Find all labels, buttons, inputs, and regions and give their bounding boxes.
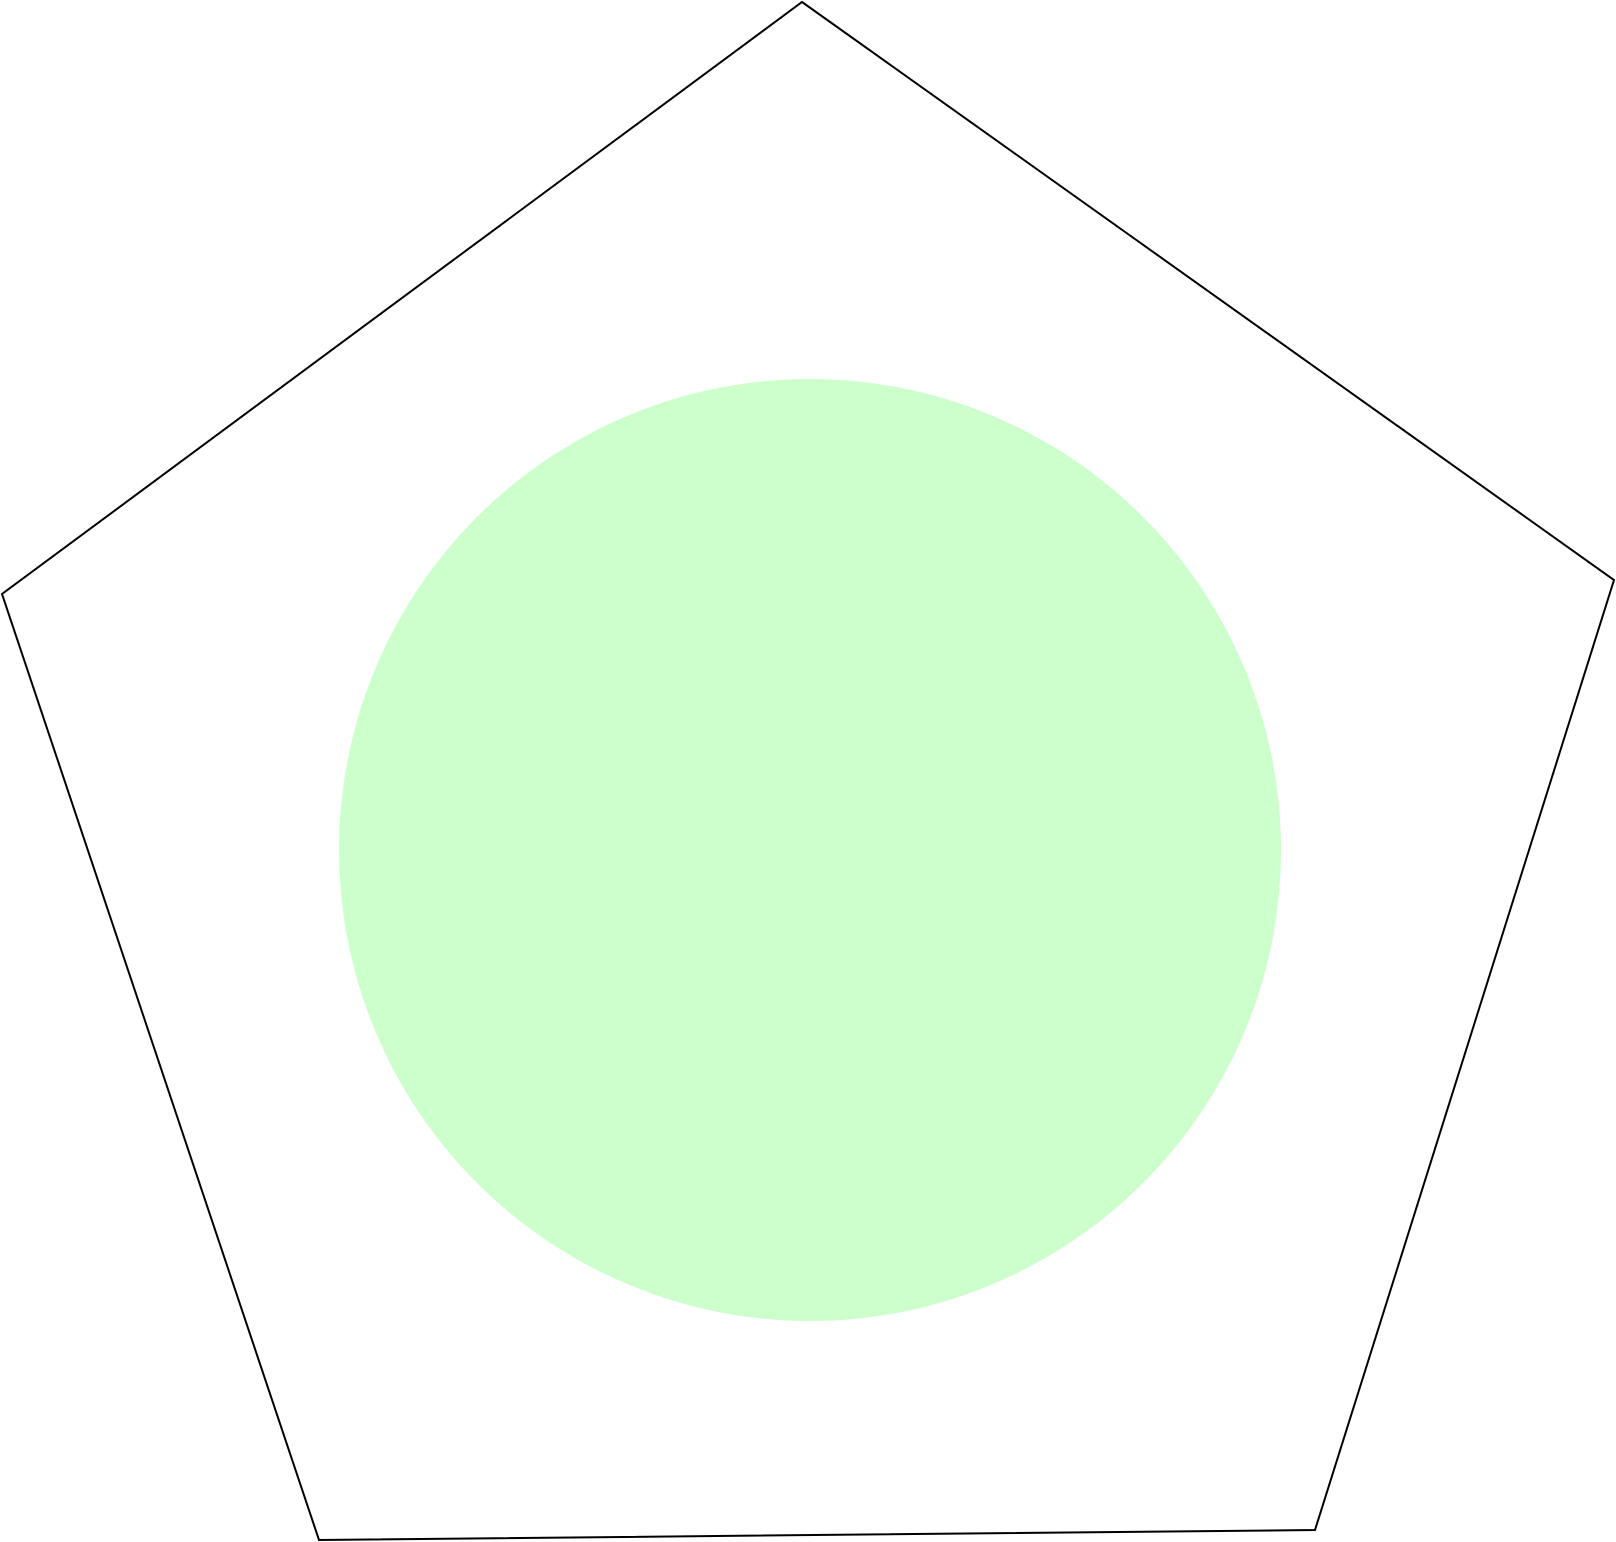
inner-circle bbox=[339, 379, 1281, 1321]
